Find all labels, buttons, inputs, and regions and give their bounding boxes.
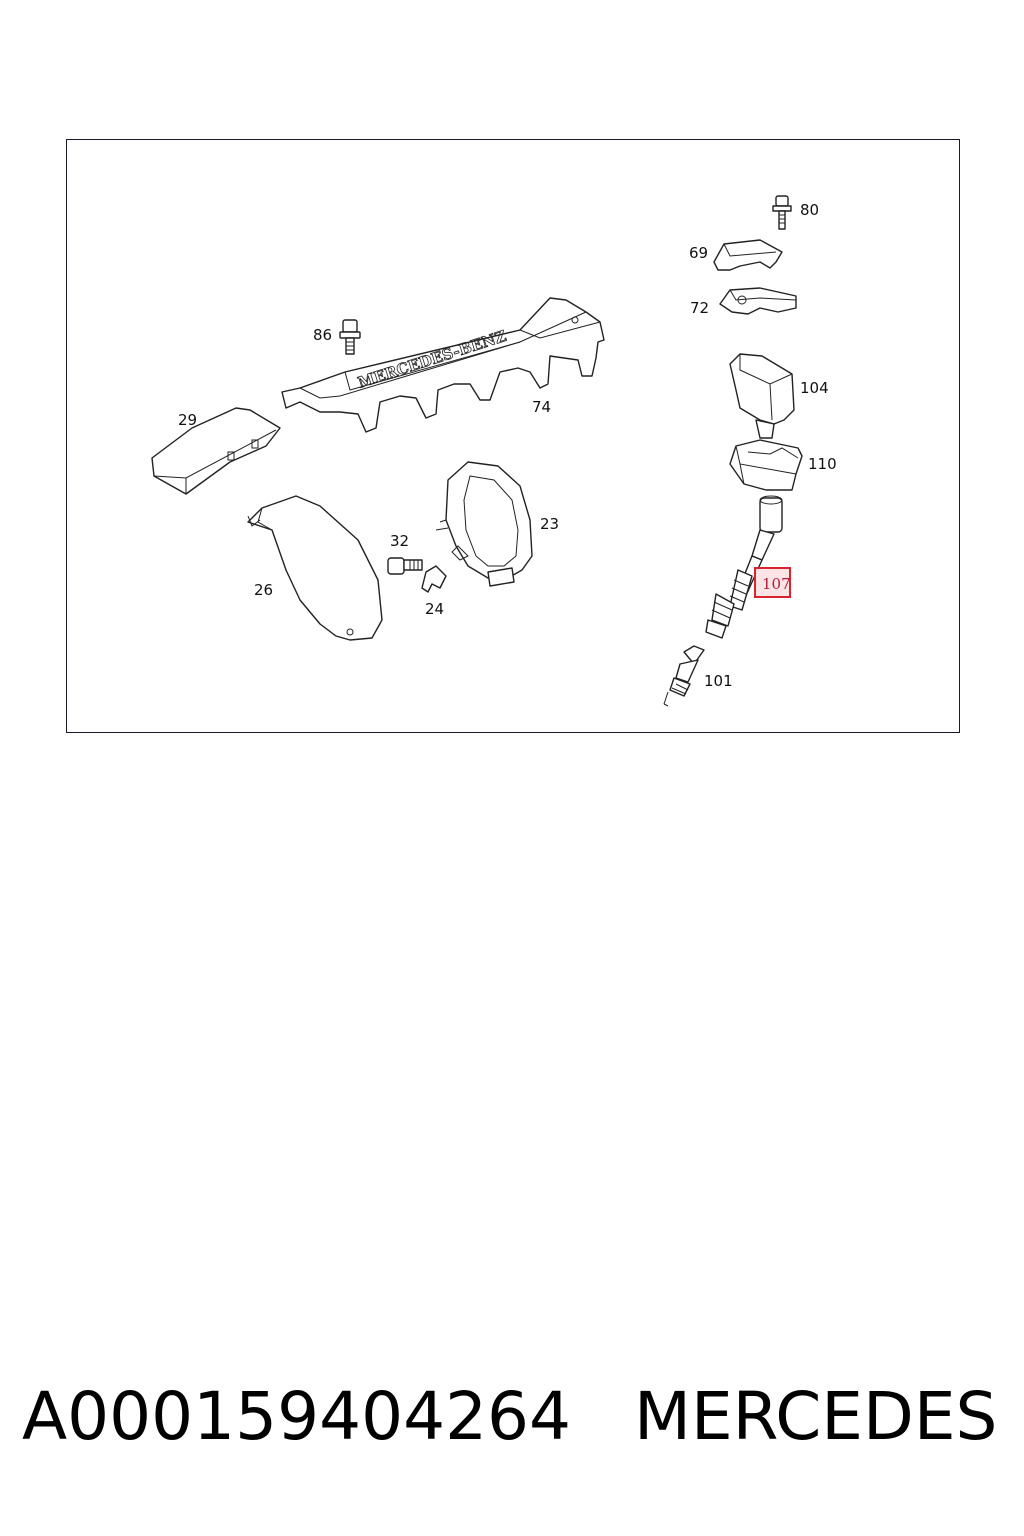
callout-24: 24: [425, 600, 444, 618]
callout-104: 104: [800, 379, 829, 397]
clip-24: [421, 565, 447, 593]
callout-26: 26: [254, 581, 273, 599]
callout-101: 101: [704, 672, 733, 690]
bracket-69: [713, 239, 783, 271]
part-number: A000159404264: [22, 1378, 572, 1455]
bolt-32: [387, 557, 423, 575]
cover-piece-29: [151, 407, 281, 495]
callout-32: 32: [390, 532, 409, 550]
callout-86: 86: [313, 326, 332, 344]
parts-diagram: MERCEDES-BENZ: [151, 195, 837, 707]
footer-caption: A000159404264 MERCEDES: [22, 1378, 1012, 1468]
spark-plug-101: [663, 645, 705, 707]
callout-110: 110: [808, 455, 837, 473]
bracket-23: [435, 461, 533, 587]
callout-107-highlight: [754, 567, 791, 598]
screw-80: [772, 195, 792, 230]
callout-23: 23: [540, 515, 559, 533]
timing-cover-26: [247, 495, 383, 641]
callout-107: 107: [762, 575, 791, 593]
callout-80: 80: [800, 201, 819, 219]
callout-74: 74: [532, 398, 551, 416]
brand-name: MERCEDES: [634, 1378, 998, 1455]
engine-cover-74: MERCEDES-BENZ: [281, 297, 605, 433]
ignition-coil-104: [729, 353, 795, 439]
bolt-86: [339, 319, 361, 355]
callout-72: 72: [690, 299, 709, 317]
coil-bracket-110: [729, 439, 803, 491]
callout-29: 29: [178, 411, 197, 429]
parts-diagram-frame: [66, 139, 960, 733]
holder-72: [719, 287, 797, 315]
spark-plug-connector-107: [705, 495, 783, 639]
callout-69: 69: [689, 244, 708, 262]
